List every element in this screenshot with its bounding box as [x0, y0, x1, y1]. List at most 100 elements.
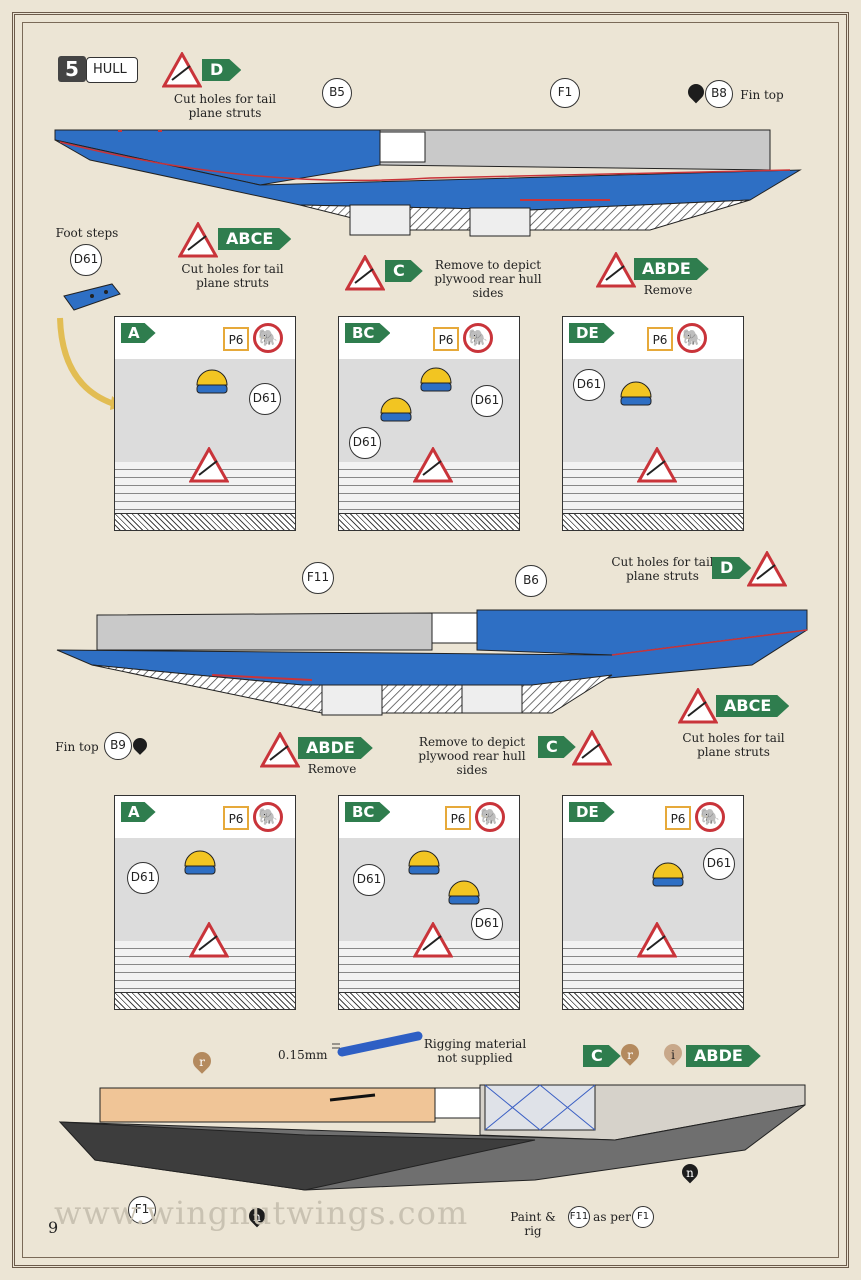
tag-abce: ABCE	[218, 228, 291, 250]
cut-warning-abde-icon-2	[260, 732, 300, 768]
cut-warning-icon	[189, 922, 229, 958]
p6-label: P6	[223, 327, 249, 351]
hull-right-diagram	[56, 609, 808, 716]
paint-rig-f1: F1	[632, 1206, 654, 1228]
paint-r-label: r	[627, 1048, 633, 1062]
fin-top-label-2: Fin top	[55, 740, 99, 754]
cut-warning-abce-icon	[178, 222, 218, 258]
detail-panel-a-top: A P6 🐘 D61	[114, 316, 296, 531]
foot-step-yellow	[408, 850, 440, 875]
detail-panel-de-top: DE P6 🐘 D61	[562, 316, 744, 531]
foot-step-yellow	[620, 381, 652, 406]
p6-label: P6	[647, 327, 673, 351]
tag-abde-2: ABDE	[298, 737, 373, 759]
panel-tag: BC	[345, 323, 390, 343]
cut-warning-abde-icon	[596, 252, 636, 288]
callout-d61: D61	[249, 383, 281, 415]
no-elephant-icon: 🐘	[475, 802, 505, 832]
detail-panel-a-bottom: A P6 🐘 D61	[114, 795, 296, 1010]
tag-c-2: C	[538, 736, 576, 758]
cut-warning-abce-icon-2	[678, 688, 718, 724]
callout-d61: D61	[471, 385, 503, 417]
hull-left-diagram	[54, 129, 802, 237]
hull-grey-side	[379, 129, 771, 171]
tag-c-bottom: C	[583, 1045, 621, 1067]
rig-note: Rigging material not supplied	[423, 1037, 527, 1065]
foot-step-yellow	[196, 369, 228, 394]
detail-panel-de-bottom: DE P6 🐘 D61	[562, 795, 744, 1010]
panel-tag: A	[121, 802, 156, 822]
page-number: 9	[48, 1218, 59, 1237]
cut-warning-icon	[413, 922, 453, 958]
paint-n-label-bottom: n	[253, 1210, 261, 1224]
callout-b6: B6	[515, 565, 547, 597]
cut-holes-abce-text-2: Cut holes for tail plane struts	[682, 731, 785, 759]
callout-d61-second: D61	[349, 427, 381, 459]
foot-step-part	[63, 283, 121, 311]
callout-b8: B8	[705, 80, 733, 108]
p6-label: P6	[445, 806, 471, 830]
cut-holes-d-text-2: Cut holes for tail plane struts	[611, 555, 714, 583]
foot-step-yellow-2	[448, 880, 480, 905]
tag-d: D	[202, 59, 241, 81]
rig-size-label: 0.15mm	[278, 1048, 328, 1062]
tag-d-2: D	[712, 557, 751, 579]
foot-step-yellow	[184, 850, 216, 875]
tag-abde-bottom: ABDE	[686, 1045, 761, 1067]
cut-warning-c-icon	[345, 255, 385, 291]
no-elephant-icon: 🐘	[677, 323, 707, 353]
callout-f1-bottom: F1	[128, 1196, 156, 1224]
cut-warning-d-icon	[162, 52, 202, 88]
tag-abde: ABDE	[634, 258, 709, 280]
foot-step-yellow-2	[380, 397, 412, 422]
paint-n-label-bottom-2: n	[686, 1166, 694, 1180]
panel-tag: DE	[569, 802, 615, 822]
callout-d61: D61	[127, 862, 159, 894]
cut-warning-icon	[637, 447, 677, 483]
panel-tag: DE	[569, 323, 615, 343]
detail-panel-bc-bottom: BC P6 🐘 D61 D61	[338, 795, 520, 1010]
callout-d61-footstep: D61	[70, 244, 102, 276]
remove-label-2: Remove	[307, 762, 357, 776]
as-per-label: as per	[593, 1210, 631, 1224]
callout-d61-second: D61	[471, 908, 503, 940]
cut-warning-d-icon-2	[747, 551, 787, 587]
page-border-inner	[22, 22, 839, 1258]
cut-warning-icon	[413, 447, 453, 483]
rigging-wire	[332, 1031, 423, 1057]
hull-painted-diagram	[58, 1084, 806, 1191]
p6-label: P6	[433, 327, 459, 351]
paint-rig-text: Paint & rig	[510, 1210, 556, 1238]
callout-b9: B9	[104, 732, 132, 760]
remove-label: Remove	[643, 283, 693, 297]
detail-panel-bc-top: BC P6 🐘 D61 D61	[338, 316, 520, 531]
paint-i-label: i	[671, 1048, 675, 1062]
cut-holes-abce-text: Cut holes for tail plane struts	[181, 262, 284, 290]
no-elephant-icon: 🐘	[253, 802, 283, 832]
fin-top-label: Fin top	[740, 88, 784, 102]
callout-d61: D61	[573, 369, 605, 401]
foot-steps-label: Foot steps	[55, 226, 119, 240]
remove-c-text: Remove to depict plywood rear hull sides	[434, 258, 542, 300]
panel-tag: BC	[345, 802, 390, 822]
callout-d61: D61	[703, 848, 735, 880]
remove-c-text-2: Remove to depict plywood rear hull sides	[418, 735, 526, 777]
callout-f11: F11	[302, 562, 334, 594]
paint-r-label-top: r	[199, 1055, 205, 1069]
panel-tag: A	[121, 323, 156, 343]
no-elephant-icon: 🐘	[463, 323, 493, 353]
tag-abce-2: ABCE	[716, 695, 789, 717]
page-border-outer	[12, 12, 849, 1268]
step-number: 5	[58, 56, 86, 82]
no-elephant-icon: 🐘	[695, 802, 725, 832]
hull-blue-side	[54, 129, 381, 186]
watermark: www.wingnutwings.com	[54, 1194, 469, 1232]
callout-d61: D61	[353, 864, 385, 896]
callout-f1: F1	[550, 78, 580, 108]
cut-warning-icon	[637, 922, 677, 958]
p6-label: P6	[665, 806, 691, 830]
foot-step-yellow	[420, 367, 452, 392]
p6-label: P6	[223, 806, 249, 830]
cut-warning-icon	[189, 447, 229, 483]
